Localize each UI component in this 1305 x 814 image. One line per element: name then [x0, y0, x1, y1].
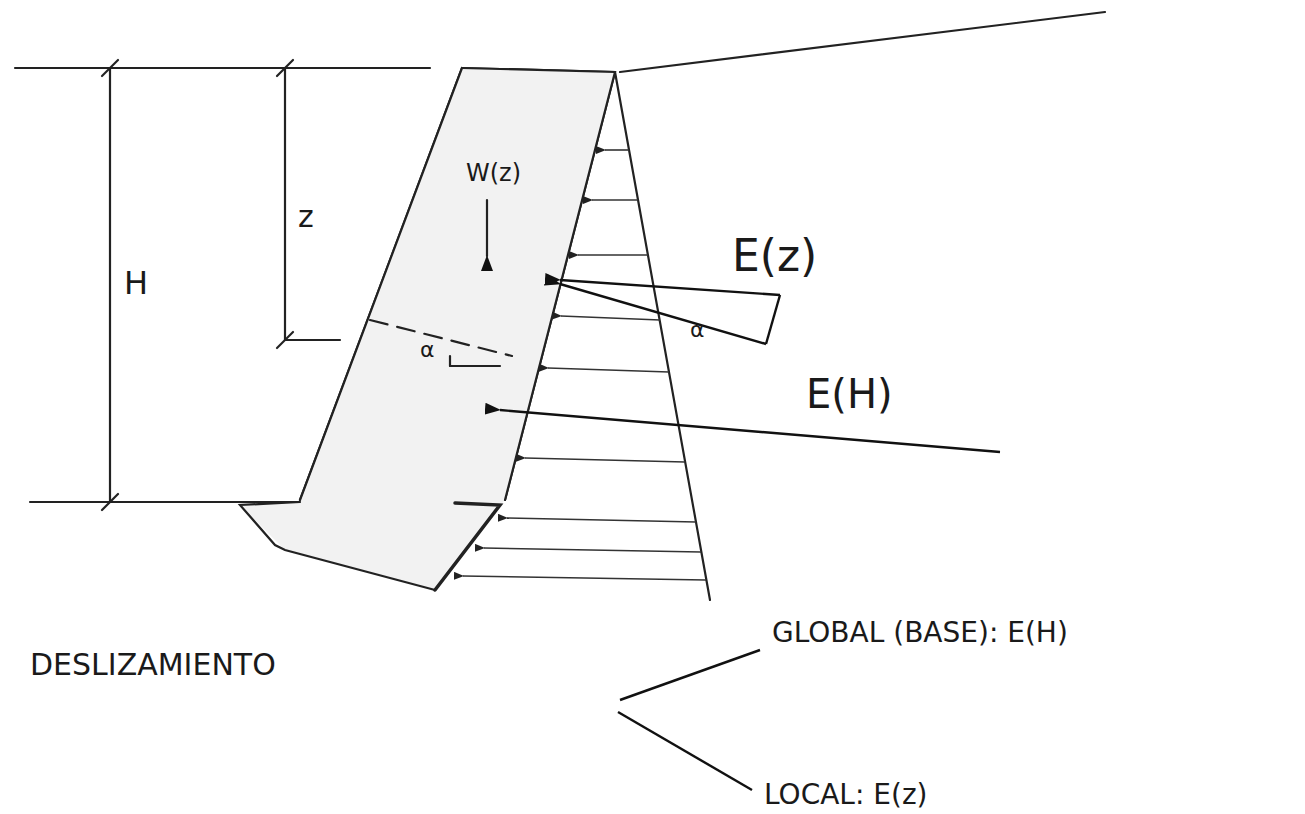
- dimension-label: z: [298, 200, 314, 233]
- force-label: E(H): [806, 372, 893, 416]
- note-label: LOCAL: E(z): [764, 780, 928, 811]
- heading-label: DESLIZAMIENTO: [30, 648, 276, 681]
- note-label: GLOBAL (BASE): E(H): [772, 618, 1068, 649]
- force-label: W(z): [466, 160, 521, 186]
- dimension-label: H: [124, 266, 148, 301]
- force-label: E(z): [732, 232, 817, 280]
- angle-label: α: [420, 338, 435, 362]
- angle-label: α: [690, 318, 705, 342]
